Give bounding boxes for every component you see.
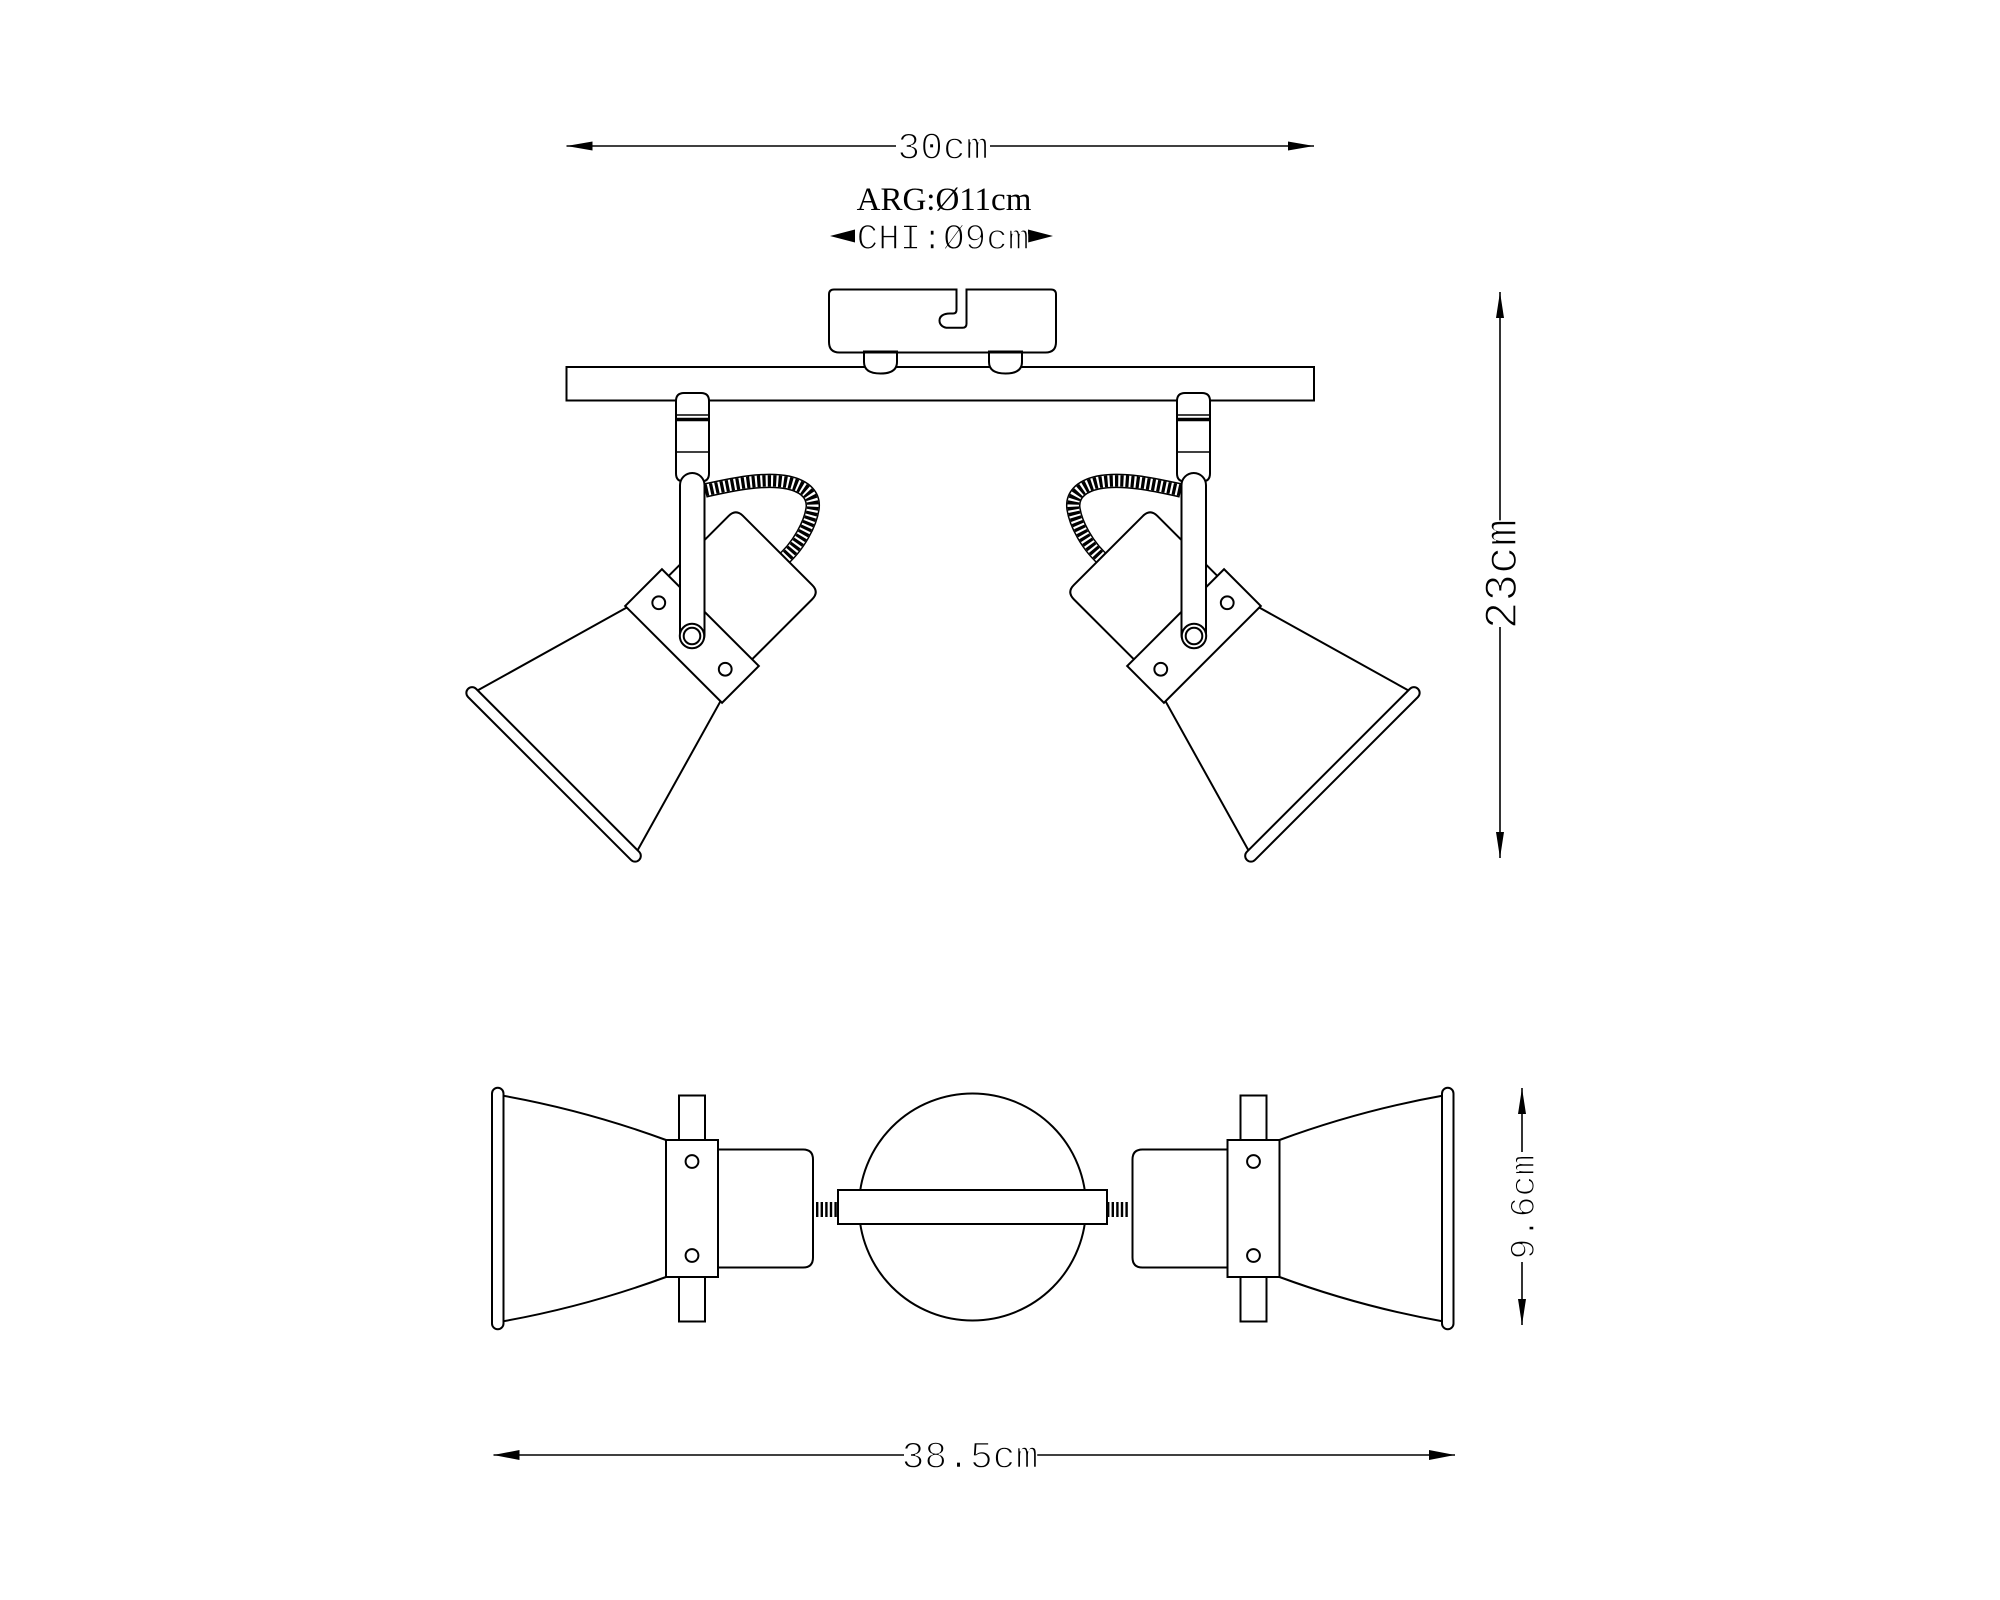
svg-text:ARG:Ø11cm: ARG:Ø11cm bbox=[857, 182, 1032, 218]
svg-text:38.5cm: 38.5cm bbox=[902, 1437, 1039, 1480]
svg-text:9.6cm: 9.6cm bbox=[1505, 1154, 1545, 1259]
svg-text:30cm: 30cm bbox=[897, 128, 988, 171]
svg-text:CHI:Ø9cm: CHI:Ø9cm bbox=[857, 219, 1030, 260]
svg-text:23cm: 23cm bbox=[1478, 519, 1530, 629]
